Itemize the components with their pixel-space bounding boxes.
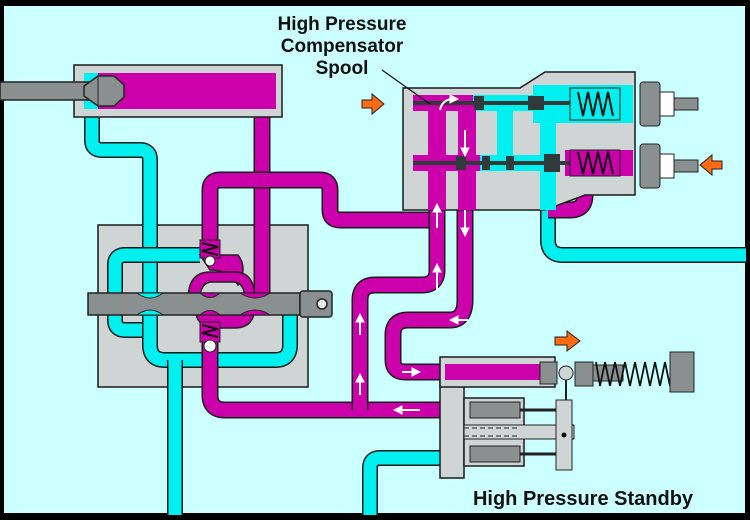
pump-piston-upper <box>469 401 521 419</box>
pressure-line-pump-outlet <box>203 340 445 417</box>
spool-clevis <box>299 290 333 318</box>
pressure-oil-lines <box>201 105 594 419</box>
actuator-rod <box>0 81 93 101</box>
pressure-line-upper <box>203 173 440 245</box>
upper-adjuster-screw[interactable] <box>673 97 699 111</box>
callout-leader-line <box>381 69 431 105</box>
check-spring-icon <box>201 242 219 256</box>
valve-spool <box>87 292 301 316</box>
pump-housing <box>439 379 465 479</box>
stroke-spring-icon <box>595 361 671 387</box>
lower-adjuster-nut[interactable] <box>639 143 661 189</box>
callout-label-line-1: High Pressure <box>278 14 407 35</box>
valve-spool-assembly <box>87 239 333 353</box>
check-ball-icon <box>204 255 216 267</box>
pressure-line-stroke-control <box>386 105 545 379</box>
stroke-spring-arrow-icon <box>554 329 581 353</box>
lower-check-valve <box>199 321 221 353</box>
flow-arrows <box>355 94 470 415</box>
spring-stop <box>669 351 695 393</box>
pump-assembly <box>439 351 695 479</box>
compensator-block <box>402 71 699 211</box>
stroke-ball-icon <box>558 365 574 381</box>
clevis-pin-icon <box>316 298 328 310</box>
compensator-spool-rod <box>413 101 573 105</box>
callout-label-line-3: Spool <box>316 58 369 79</box>
pump-piston-lower <box>469 445 521 463</box>
check-ball-icon <box>203 339 217 353</box>
check-spring-icon <box>201 324 219 338</box>
upper-adjuster-nut[interactable] <box>639 81 661 127</box>
return-line-compensator <box>541 130 746 262</box>
actuator-cylinder <box>0 64 283 118</box>
compensator-right-arrow-icon <box>699 153 723 177</box>
actuator-piston <box>83 75 125 107</box>
return-line-pump <box>363 451 445 515</box>
compensator-left-arrow-icon <box>361 92 385 116</box>
upper-check-valve <box>199 239 221 267</box>
callout-label-line-2: Compensator <box>281 36 404 57</box>
swash-pivot-icon <box>561 432 567 438</box>
diagram-title: High Pressure Standby <box>473 488 694 510</box>
return-line-actuator <box>85 110 157 300</box>
compensator-upper-spring-icon <box>569 87 621 121</box>
lower-adjuster-screw[interactable] <box>673 159 699 173</box>
compensator-lower-spring-icon <box>569 149 621 177</box>
